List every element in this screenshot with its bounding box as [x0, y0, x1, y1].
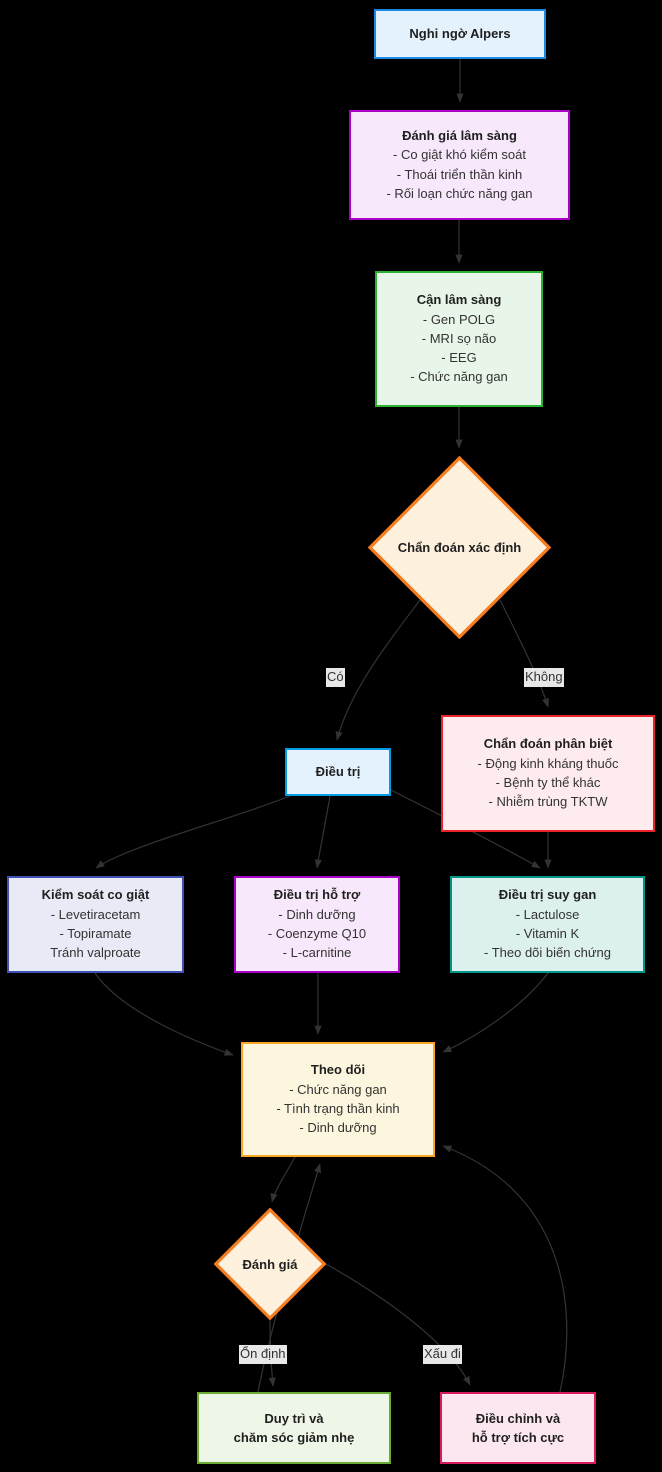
edge-assess-to-adjust — [325, 1263, 471, 1386]
node-line-liver-1: - Vitamin K — [515, 926, 580, 942]
node-seizure[interactable]: Kiểm soát co giật - Levetiracetam - Topira… — [7, 876, 184, 973]
node-title-seizure: Kiểm soát co giật — [41, 887, 150, 903]
node-title-support: Điều trị hỗ trợ — [273, 887, 361, 903]
node-label-confirm: Chẩn đoán xác định — [397, 540, 522, 555]
node-suspect[interactable]: Nghi ngờ Alpers — [374, 9, 546, 59]
node-clinical[interactable]: Đánh giá lâm sàng - Co giật khó kiểm soát… — [349, 110, 570, 220]
node-title-clinical: Đánh giá lâm sàng — [402, 127, 517, 143]
node-line-monitor-2: - Dinh dưỡng — [299, 1120, 377, 1136]
node-line-maintain-1: chăm sóc giảm nhẹ — [233, 1430, 355, 1445]
node-line-support-2: - L-carnitine — [282, 945, 352, 961]
node-title-monitor: Theo dõi — [310, 1062, 366, 1078]
node-line-paraclinical-2: - EEG — [441, 350, 477, 366]
node-line-clinical-0: - Co giật khó kiểm soát — [393, 147, 526, 163]
node-line-paraclinical-0: - Gen POLG — [422, 311, 496, 327]
node-line-paraclinical-1: - MRI sọ não — [421, 330, 497, 346]
node-line-maintain-0: Duy trì và — [264, 1410, 324, 1426]
node-line-adjust-1: hỗ trợ tích cực — [471, 1430, 565, 1445]
node-line-adjust-0: Điều chỉnh và — [475, 1410, 561, 1426]
node-line-seizure-2: Tránh valproate — [50, 945, 141, 961]
edge-confirm-to-differential — [499, 599, 550, 708]
node-title-paraclinical: Cận lâm sàng — [416, 292, 502, 308]
node-maintain[interactable]: Duy trì và chăm sóc giảm nhẹ — [197, 1392, 391, 1464]
node-line-monitor-1: - Tình trạng thần kinh — [276, 1101, 400, 1117]
edge-label-stable: Ổn định — [239, 1345, 287, 1364]
node-line-liver-0: - Lactulose — [515, 906, 580, 922]
node-line-clinical-1: - Thoái triển thần kinh — [396, 166, 523, 182]
edge-label-no: Không — [524, 668, 564, 687]
node-line-monitor-0: - Chức năng gan — [289, 1081, 387, 1097]
node-line-clinical-2: - Rối loạn chức năng gan — [386, 185, 533, 201]
node-line-support-1: - Coenzyme Q10 — [267, 926, 367, 942]
node-adjust[interactable]: Điều chỉnh và hỗ trợ tích cực — [440, 1392, 596, 1464]
node-title-differential: Chẩn đoán phân biệt — [483, 736, 613, 752]
edge-adjust-to-monitor — [442, 1145, 568, 1393]
node-label-assess: Đánh giá — [242, 1256, 298, 1272]
node-support[interactable]: Điều trị hỗ trợ - Dinh dưỡng - Coenzyme Q1… — [234, 876, 400, 973]
node-assess[interactable]: Đánh giá — [214, 1208, 326, 1320]
node-line-support-0: - Dinh dưỡng — [278, 906, 356, 922]
node-line-seizure-1: - Topiramate — [59, 926, 132, 942]
node-title-suspect: Nghi ngờ Alpers — [409, 25, 511, 41]
node-line-differential-2: - Nhiễm trùng TKTW — [488, 794, 608, 810]
node-line-liver-2: - Theo dõi biến chứng — [484, 945, 611, 961]
diamond-shape — [367, 455, 552, 640]
node-line-paraclinical-3: - Chức năng gan — [410, 369, 508, 385]
node-title-liver: Điều trị suy gan — [498, 887, 597, 903]
edge-seizure-to-monitor — [94, 972, 234, 1056]
node-liver[interactable]: Điều trị suy gan - Lactulose - Vitamin K - … — [450, 876, 645, 973]
node-differential[interactable]: Chẩn đoán phân biệt - Động kinh kháng thu… — [441, 715, 655, 832]
node-title-treat: Điều trị — [315, 763, 361, 779]
node-confirm[interactable]: Chẩn đoán xác định — [367, 455, 552, 640]
node-line-differential-0: - Động kinh kháng thuốc — [477, 755, 619, 771]
node-line-differential-1: - Bệnh ty thể khác — [495, 775, 601, 791]
node-line-seizure-0: - Levetiracetam — [50, 906, 141, 922]
node-paraclinical[interactable]: Cận lâm sàng - Gen POLG - MRI sọ não - EEG -… — [375, 271, 543, 407]
edge-label-yes: Có — [326, 668, 345, 687]
edge-monitor-to-assess — [270, 1156, 296, 1203]
edge-confirm-to-treat — [335, 599, 421, 741]
diamond-shape — [214, 1208, 326, 1320]
edge-liver-to-monitor — [442, 972, 549, 1053]
edge-label-worse: Xấu đi — [423, 1345, 462, 1364]
edge-treat-to-support — [314, 795, 331, 869]
edge-treat-to-seizure — [95, 795, 291, 869]
node-monitor[interactable]: Theo dõi - Chức năng gan - Tình trạng thần… — [241, 1042, 435, 1157]
node-treat[interactable]: Điều trị — [285, 748, 391, 796]
